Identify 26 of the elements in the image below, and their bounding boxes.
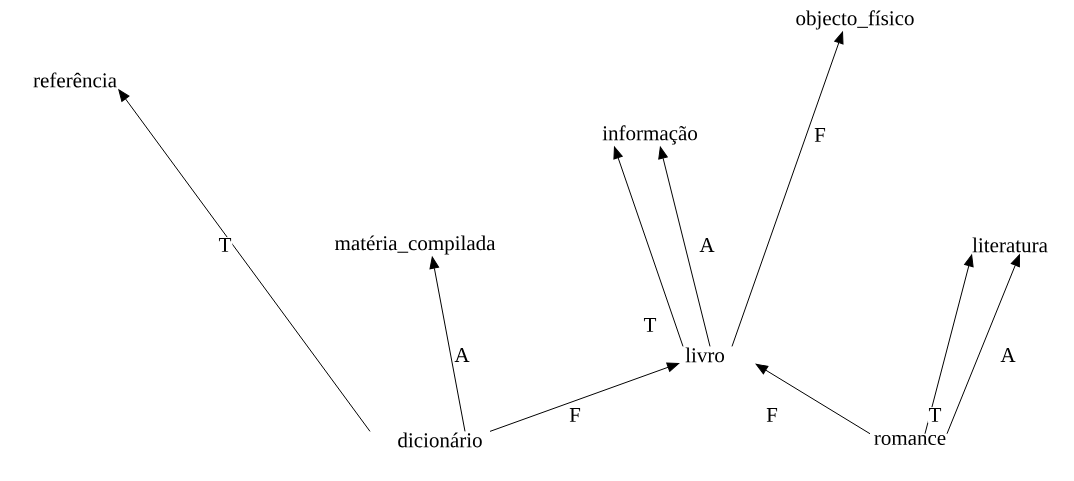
edge-label: A — [999, 347, 1017, 363]
concept-label: referência — [33, 72, 117, 88]
edge-label: F — [813, 127, 827, 143]
arrow — [658, 146, 711, 347]
edge-label: T — [927, 407, 943, 423]
edge-label: F — [765, 407, 779, 423]
arrow — [118, 89, 371, 432]
edge-label: T — [642, 317, 658, 333]
arrow — [429, 256, 466, 432]
concept-label: objecto_físico — [796, 10, 914, 30]
edge-label: A — [453, 347, 471, 363]
concept-label: literatura — [972, 237, 1048, 253]
arrow — [924, 254, 974, 435]
arrow — [755, 363, 871, 435]
concept-label: matéria_compilada — [335, 235, 496, 255]
concept-label: livro — [685, 347, 725, 363]
arrow — [613, 146, 684, 347]
concept-label: romance — [874, 434, 946, 446]
edge-label: A — [698, 237, 716, 253]
edge-label: F — [568, 407, 582, 423]
arrow — [946, 254, 1020, 435]
arrow — [731, 31, 844, 347]
edge-label: T — [217, 237, 233, 253]
concept-label: informação — [602, 125, 698, 145]
arrow — [489, 362, 680, 432]
concept-label: dicionário — [398, 432, 482, 448]
